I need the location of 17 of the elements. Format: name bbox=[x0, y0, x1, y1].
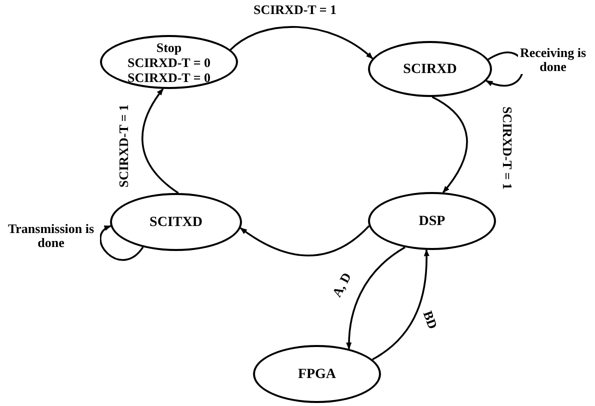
state-label: DSP bbox=[418, 214, 446, 228]
edge-label: SCIRXD-T = 1 bbox=[253, 3, 336, 17]
state-label: SCIRXD bbox=[403, 62, 457, 76]
edge-label: SCIRXD-T = 1 bbox=[500, 106, 514, 190]
arrow bbox=[240, 225, 370, 256]
arrow bbox=[100, 225, 144, 261]
arrow bbox=[372, 249, 430, 360]
state-label: SCITXD bbox=[150, 214, 202, 230]
state-label: Stop bbox=[156, 40, 182, 54]
edge-label: Receiving is done bbox=[518, 46, 588, 74]
edge-label: SCIRXD-T = 1 bbox=[117, 104, 131, 188]
arrow bbox=[142, 88, 179, 194]
state-label: SCIRXD-T = 0 bbox=[127, 54, 210, 70]
arrow bbox=[432, 96, 468, 193]
state-label: FPGA bbox=[298, 366, 336, 382]
arrow bbox=[230, 26, 374, 60]
state-label: SCIRXD-T = 0 bbox=[127, 70, 210, 84]
